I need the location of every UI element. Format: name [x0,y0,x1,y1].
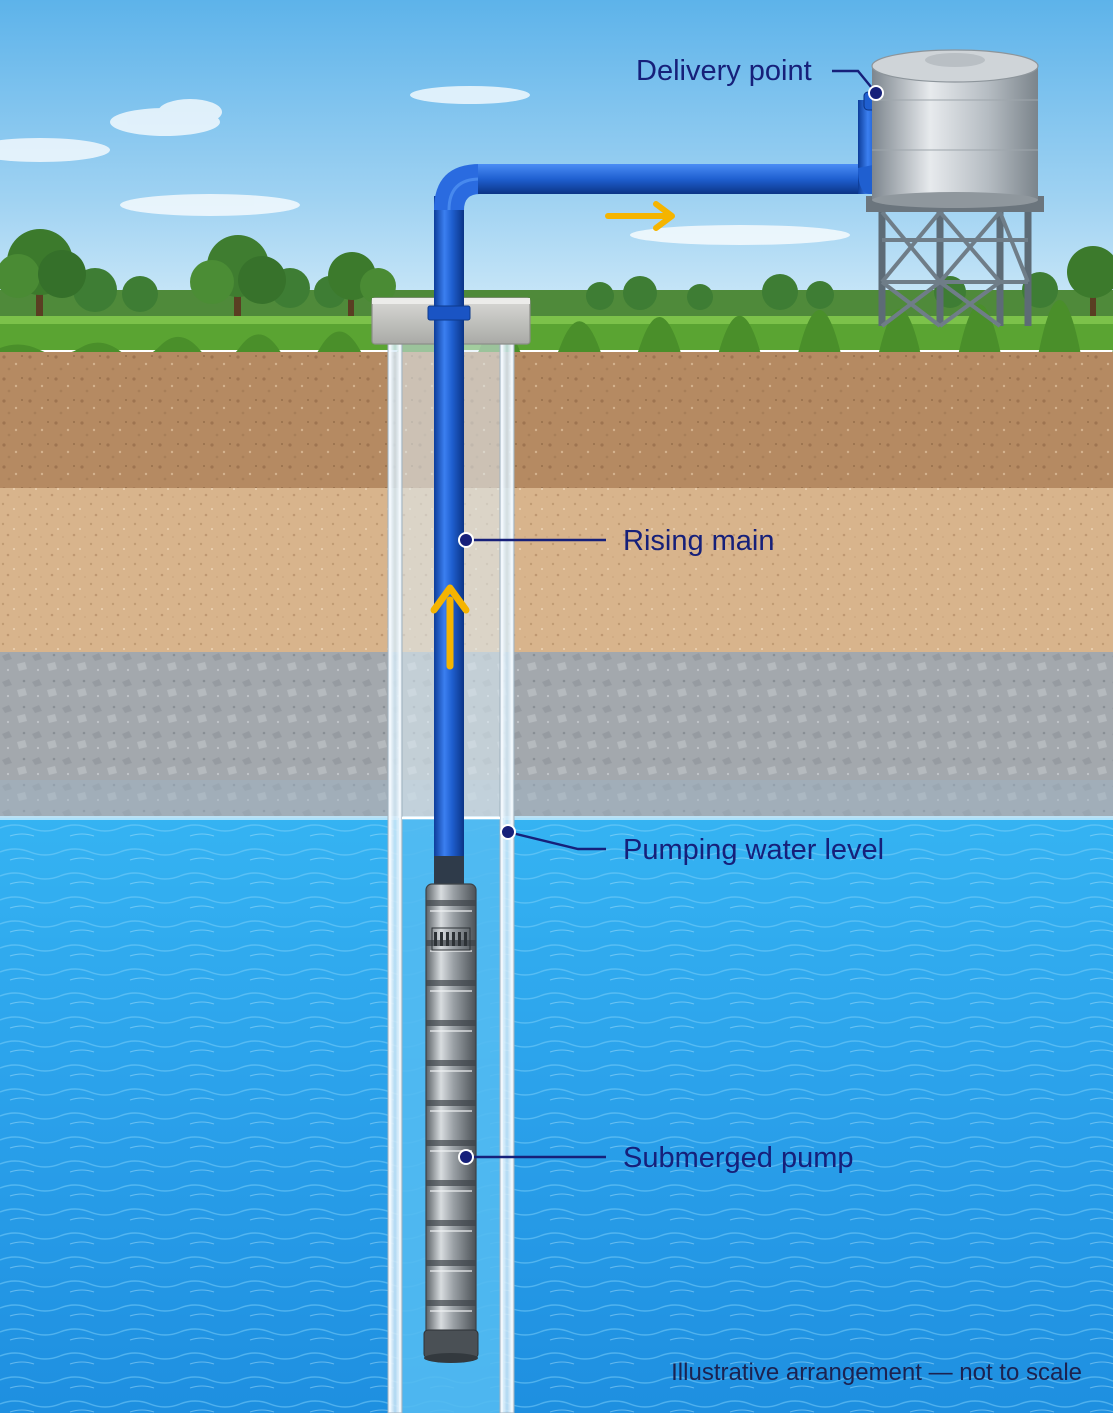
tree-right [1067,246,1113,322]
pump-stage-band [426,1300,476,1306]
pump-stage-band [426,940,476,946]
pump-stage-highlight [430,1190,472,1192]
pump-stage-highlight [430,990,472,992]
scale-footnote: Illustrative arrangement — not to scale [671,1359,1082,1386]
flow-arrow-right [605,201,675,231]
pump-stage-highlight [430,1110,472,1112]
pump-stage-band [426,1020,476,1026]
pump-stage-highlight [430,1150,472,1152]
rising-main-pipe [427,196,471,896]
callout-pumping-water-level: Pumping water level [500,824,884,866]
tree-center [328,252,396,322]
pump-stage-highlight [430,910,472,912]
ground-sand [0,488,1113,654]
submerged-pump [423,856,479,1363]
water-tower [866,49,1044,328]
pump-stage-highlight [430,1030,472,1032]
groundwater-aquifer [0,816,1113,1413]
tree-left [0,229,86,322]
pump-stage-highlight [430,950,472,952]
pump-stage-band [426,1100,476,1106]
pump-stage-bands [426,900,476,1312]
pump-stage-highlight [430,1070,472,1072]
pump-stage-band [426,900,476,906]
delivery-point-label: Delivery point [636,55,812,87]
clouds [0,86,850,245]
ground-rock [0,652,1113,820]
pump-stage-highlight [430,1310,472,1312]
tree-line [0,229,1113,322]
rising-main-label: Rising main [623,525,775,557]
submerged-pump-label: Submerged pump [623,1142,854,1174]
callout-delivery-point: Delivery point [636,55,884,101]
pump-stage-band [426,1140,476,1146]
pump-stage-highlight [430,1270,472,1272]
pump-stage-band [426,980,476,986]
ground-topsoil [0,352,1113,492]
pump-stage-band [426,1060,476,1066]
callout-submerged-pump: Submerged pump [458,1142,854,1174]
pump-stage-band [426,1180,476,1186]
callout-rising-main: Rising main [458,525,775,557]
pump-stage-highlight [430,1230,472,1232]
tree-mid [190,235,286,322]
pump-stage-band [426,1260,476,1266]
flow-arrow-up [430,584,470,670]
pump-stage-band [426,1220,476,1226]
pumping-water-level-label: Pumping water level [623,834,884,866]
